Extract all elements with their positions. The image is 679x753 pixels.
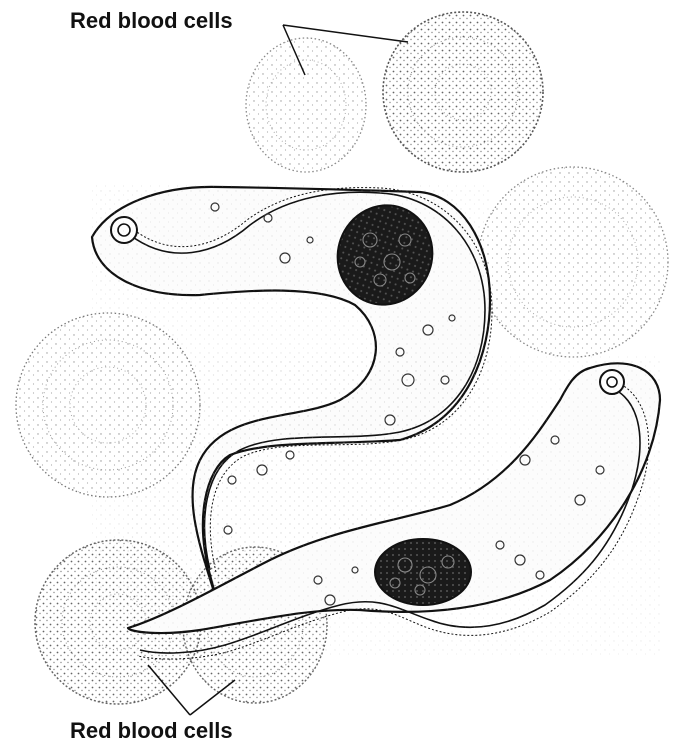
red-blood-cell-top-right — [383, 12, 543, 172]
label-red-blood-cells-top: Red blood cells — [70, 10, 233, 32]
red-blood-cell-right — [478, 167, 668, 357]
red-blood-cell-left — [16, 313, 200, 497]
label-red-blood-cells-bottom: Red blood cells — [70, 720, 233, 742]
red-blood-cell-top-left — [246, 38, 366, 172]
